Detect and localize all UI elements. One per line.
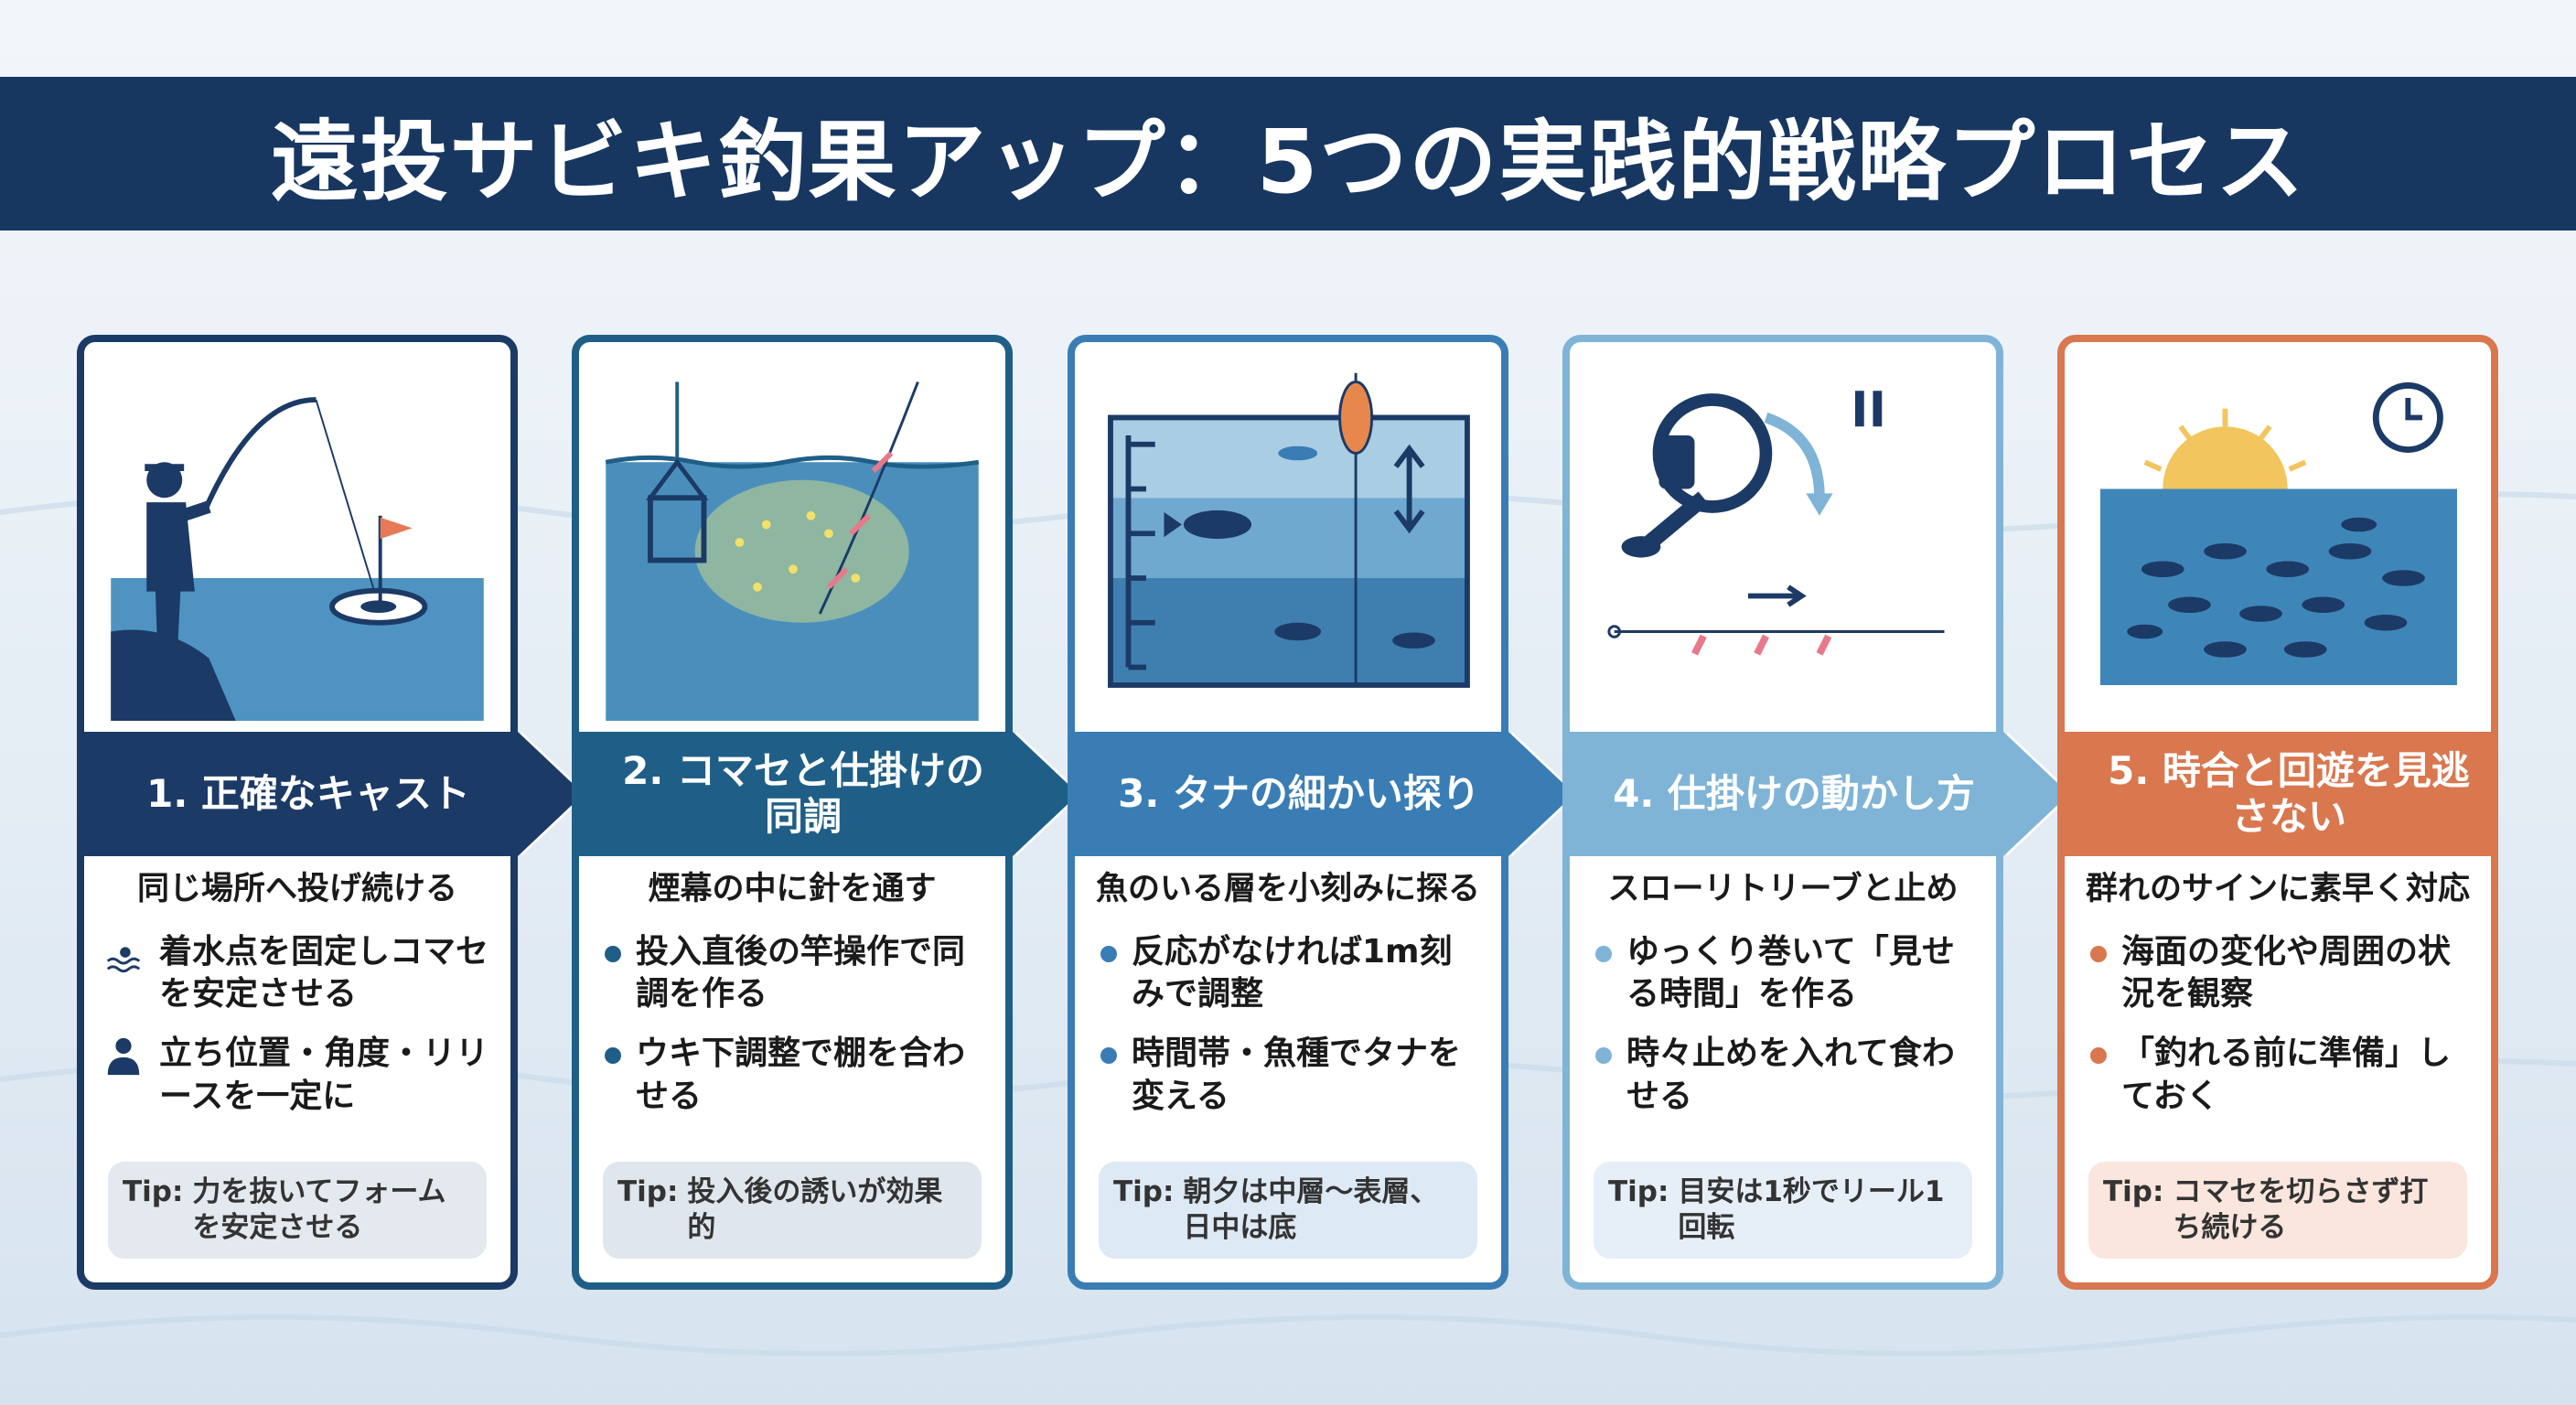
chum-basket-illustration [605,381,980,721]
bullet-item: 時々止めを入れて食わせる [1588,1033,1974,1119]
fish-school-sunrise-illustration [2099,381,2457,685]
tip-box: Tip:力を抜いてフォームを安定させる [108,1162,487,1259]
title-banner: 遠投サビキ釣果アップ：5つの実践的戦略プロセス [0,77,2576,231]
step-title: 2. コマセと仕掛けの同調 [622,747,984,839]
bullet-item: 反応がなければ1m刻みで調整 [1093,931,1479,1017]
tip-box: Tip:投入後の誘いが効果的 [603,1162,982,1259]
bullet-dot-icon [2090,945,2107,962]
step-subtitle: 同じ場所へ投げ続ける [136,871,457,907]
step-subtitle: 魚のいる層を小刻みに探る [1095,871,1480,907]
tip-box: Tip:コマセを切らさず打ち続ける [2088,1162,2467,1259]
page-title: 遠投サビキ釣果アップ：5つの実践的戦略プロセス [270,110,2306,213]
bullet-item: 海面の変化や周囲の状況を観察 [2083,931,2469,1017]
step-card-5: 5. 時合と回遊を見逃さない 群れのサインに素早く対応 海面の変化や周囲の状況を… [2057,335,2498,1290]
person-icon [107,1037,140,1076]
bullet-dot-icon [605,945,621,962]
step-subtitle: スローリトリーブと止め [1607,871,1959,907]
step-header: 1. 正確なキャスト [77,732,584,856]
bullet-dot-icon [2090,1047,2107,1065]
step-header: 4. 仕掛けの動かし方 [1562,732,2069,856]
step-title: 3. タナの細かい探り [1118,770,1480,816]
bullet-dot-icon [1595,945,1612,962]
step-card-3: 3. タナの細かい探り 魚のいる層を小刻みに探る 反応がなければ1m刻みで調整 … [1068,335,1574,1290]
bullet-item: ゆっくり巻いて「見せる時間」を作る [1588,931,1974,1017]
step-subtitle: 群れのサインに素早く対応 [2085,871,2470,907]
step-title: 4. 仕掛けの動かし方 [1613,770,1975,816]
bullet-dot-icon [1595,1047,1612,1065]
bullet-dot-icon [605,1047,621,1065]
step-header: 3. タナの細かい探り [1068,732,1574,856]
step-header: 2. コマセと仕掛けの同調 [572,732,1079,856]
bullet-item: 時間帯・魚種でタナを変える [1093,1033,1479,1119]
step-card-4: 4. 仕掛けの動かし方 スローリトリーブと止め ゆっくり巻いて「見せる時間」を作… [1562,335,2069,1290]
step-subtitle: 煙幕の中に針を通す [648,871,937,907]
step-card-2: 2. コマセと仕掛けの同調 煙幕の中に針を通す 投入直後の竿操作で同調を作る ウ… [572,335,1079,1290]
bullet-dot-icon [1100,945,1117,962]
step-card-1: 1. 正確なキャスト 同じ場所へ投げ続ける 着水点を固定しコマセを安定させる 立… [77,335,584,1290]
bullet-item: 「釣れる前に準備」しておく [2083,1033,2469,1119]
step-title: 1. 正確なキャスト [146,770,470,816]
depth-layers-illustration [1108,372,1470,688]
splash-icon [106,946,141,972]
bullet-item: 着水点を固定しコマセを安定させる [102,931,488,1017]
tip-box: Tip:朝夕は中層〜表層、日中は底 [1099,1162,1477,1259]
bullet-item: ウキ下調整で棚を合わせる [597,1033,983,1119]
reel-retrieve-illustration [1607,391,1945,656]
bullet-item: 投入直後の竿操作で同調を作る [597,931,983,1017]
bullet-item: 立ち位置・角度・リリースを一定に [102,1033,488,1119]
step-header: 5. 時合と回遊を見逃さない [2057,732,2498,856]
tip-box: Tip:目安は1秒でリール1回転 [1594,1162,1972,1259]
bullet-dot-icon [1100,1047,1117,1065]
casting-angler-illustration [111,397,484,721]
step-title: 5. 時合と回遊を見逃さない [2108,747,2470,839]
